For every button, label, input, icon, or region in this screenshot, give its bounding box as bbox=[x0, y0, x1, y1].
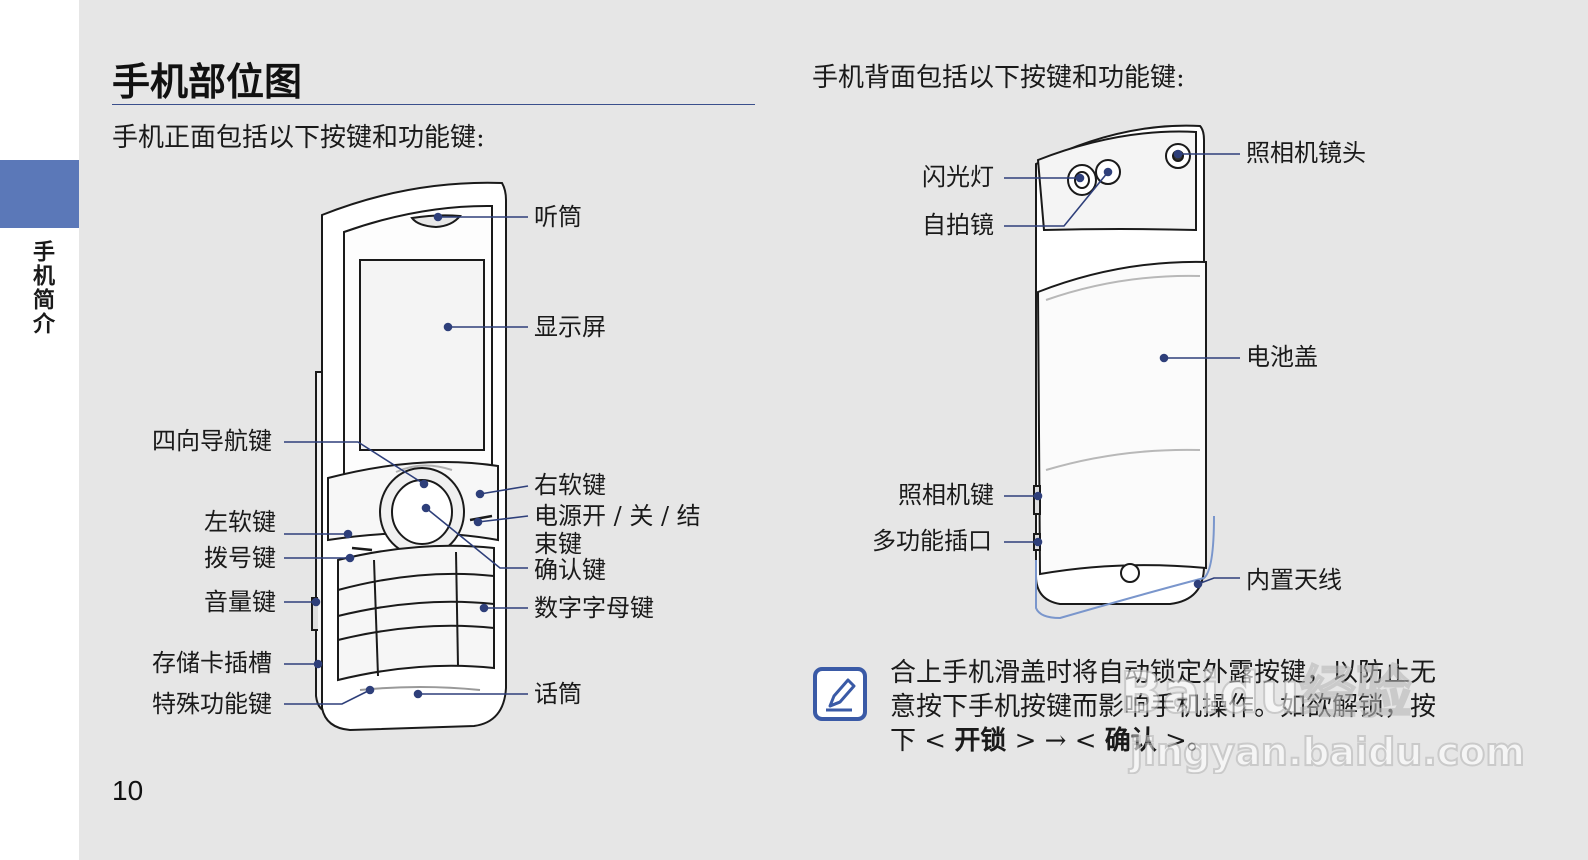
note-pencil-icon bbox=[813, 667, 867, 721]
back-intro: 手机背面包括以下按键和功能键: bbox=[812, 63, 1185, 93]
callout-internal-antenna: 内置天线 bbox=[1246, 566, 1342, 594]
left-margin bbox=[0, 0, 79, 860]
callout-multifunction-jack: 多功能插口 bbox=[872, 527, 992, 555]
callout-nav-key: 四向导航键 bbox=[152, 427, 272, 455]
back-phone-illustration bbox=[1033, 124, 1207, 605]
callout-camera-key: 照相机键 bbox=[898, 481, 994, 509]
watermark-url: jingyan.baidu.com bbox=[1129, 729, 1526, 775]
front-phone-illustration bbox=[311, 181, 507, 732]
callout-left-soft-key: 左软键 bbox=[204, 508, 276, 536]
back-leader-lines bbox=[1004, 149, 1240, 589]
callout-power-end-key: 电源开 / 关 / 结束键 bbox=[534, 502, 701, 558]
callout-alphanumeric-keys: 数字字母键 bbox=[534, 594, 654, 622]
note-text-middle: > → < bbox=[1006, 726, 1105, 756]
watermark-brand: Baidu经验 bbox=[1119, 660, 1413, 727]
note-text-before: 合上手机滑盖时将自动锁定外露按键，以防止无意按下手机按键而影响手机操作。如欲解锁… bbox=[890, 658, 1437, 756]
callout-self-portrait-mirror: 自拍镜 bbox=[922, 211, 994, 239]
callout-dial-key: 拨号键 bbox=[204, 544, 276, 572]
note-key-confirm: 确认 bbox=[1104, 726, 1157, 756]
callout-microphone: 话筒 bbox=[534, 680, 582, 708]
watermark: Baidu经验 jingyan.baidu.com bbox=[1110, 608, 1526, 788]
note-text: 合上手机滑盖时将自动锁定外露按键，以防止无意按下手机按键而影响手机操作。如欲解锁… bbox=[890, 656, 1450, 758]
callout-display: 显示屏 bbox=[534, 313, 606, 341]
chapter-label: 手机简介 bbox=[29, 240, 54, 336]
callout-camera-lens: 照相机镜头 bbox=[1246, 139, 1366, 167]
section-title: 手机部位图 bbox=[112, 60, 303, 104]
chapter-tab bbox=[0, 160, 79, 228]
callout-battery-cover: 电池盖 bbox=[1246, 343, 1318, 371]
antenna-outline bbox=[1035, 515, 1215, 620]
callout-volume-key: 音量键 bbox=[204, 588, 276, 616]
callout-special-function-key: 特殊功能键 bbox=[152, 690, 272, 718]
page-number: 10 bbox=[112, 775, 144, 806]
note-text-after: >。 bbox=[1156, 726, 1213, 756]
callout-right-soft-key: 右软键 bbox=[534, 471, 606, 499]
callout-memory-card-slot: 存储卡插槽 bbox=[152, 649, 272, 677]
callout-flash: 闪光灯 bbox=[922, 163, 994, 191]
front-leader-lines bbox=[284, 212, 529, 705]
note-key-unlock: 开锁 bbox=[954, 726, 1007, 756]
callout-confirm-key: 确认键 bbox=[534, 556, 606, 584]
title-underline bbox=[112, 104, 755, 105]
front-intro: 手机正面包括以下按键和功能键: bbox=[112, 123, 485, 153]
callout-earpiece: 听筒 bbox=[534, 203, 582, 231]
